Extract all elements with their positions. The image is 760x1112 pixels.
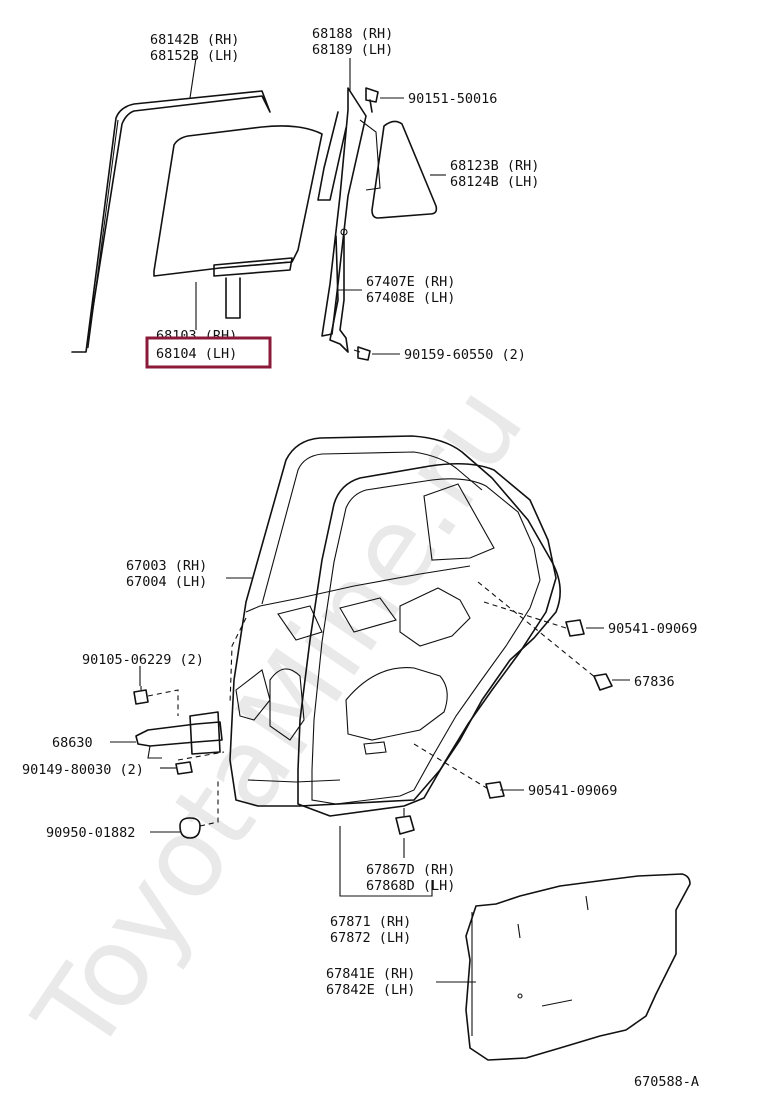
bolt-90151-icon[interactable]	[365, 87, 379, 113]
division-bar[interactable]	[317, 87, 381, 337]
label-90105-06229[interactable]: 90105-06229 (2)	[82, 652, 204, 668]
label-90149-80030[interactable]: 90149-80030 (2)	[22, 762, 144, 778]
door-check-assembly[interactable]	[135, 711, 223, 759]
label-90159-60550[interactable]: 90159-60550 (2)	[404, 347, 526, 363]
label-67836[interactable]: 67836	[634, 674, 675, 690]
label-67868d[interactable]: 67868D (LH)	[366, 878, 455, 894]
rear-lower-sash[interactable]	[329, 228, 349, 353]
door-weatherstrip[interactable]	[297, 462, 557, 817]
diagram-code: 670588-A	[634, 1074, 699, 1090]
label-67408e[interactable]: 67408E (LH)	[366, 290, 455, 306]
clip-90541-lower-icon[interactable]	[485, 781, 505, 799]
label-67871[interactable]: 67871 (RH)	[330, 914, 411, 930]
highlight-box	[145, 336, 272, 369]
label-67867d[interactable]: 67867D (RH)	[366, 862, 455, 878]
label-68630[interactable]: 68630	[52, 735, 93, 751]
label-68104[interactable]: 68104 (LH)	[156, 346, 237, 362]
quarter-window-glass[interactable]	[371, 120, 438, 219]
dashed-assembly-lines	[147, 581, 597, 827]
label-68142b[interactable]: 68142B (RH)	[150, 32, 239, 48]
label-68152b[interactable]: 68152B (LH)	[150, 48, 239, 64]
label-90151-50016[interactable]: 90151-50016	[408, 91, 497, 107]
label-68124b[interactable]: 68124B (LH)	[450, 174, 539, 190]
door-glass[interactable]	[153, 125, 323, 319]
label-90541-09069-upper[interactable]: 90541-09069	[608, 621, 697, 637]
label-68123b[interactable]: 68123B (RH)	[450, 158, 539, 174]
label-68189[interactable]: 68189 (LH)	[312, 42, 393, 58]
label-67872[interactable]: 67872 (LH)	[330, 930, 411, 946]
bolt-90105-icon[interactable]	[133, 686, 149, 705]
service-hole-cover[interactable]	[465, 873, 691, 1061]
bolt-90159-icon[interactable]	[353, 346, 371, 361]
bolt-90149-icon[interactable]	[175, 761, 193, 775]
label-67003[interactable]: 67003 (RH)	[126, 558, 207, 574]
clip-90541-upper-icon[interactable]	[565, 619, 585, 637]
label-68188[interactable]: 68188 (RH)	[312, 26, 393, 42]
label-67004[interactable]: 67004 (LH)	[126, 574, 207, 590]
hole-plug-67867d-icon[interactable]	[395, 808, 415, 835]
watermark: ToyotaMine.ru	[10, 363, 548, 1075]
label-90541-09069-lower[interactable]: 90541-09069	[528, 783, 617, 799]
label-67407e[interactable]: 67407E (RH)	[366, 274, 455, 290]
label-90950-01882[interactable]: 90950-01882	[46, 825, 135, 841]
leader-lines	[110, 57, 630, 983]
cushion-67836-icon[interactable]	[593, 673, 613, 691]
glass-run-channel[interactable]	[71, 90, 271, 353]
label-67841e[interactable]: 67841E (RH)	[326, 966, 415, 982]
rear-door-panel[interactable]	[229, 435, 561, 807]
label-67842e[interactable]: 67842E (LH)	[326, 982, 415, 998]
